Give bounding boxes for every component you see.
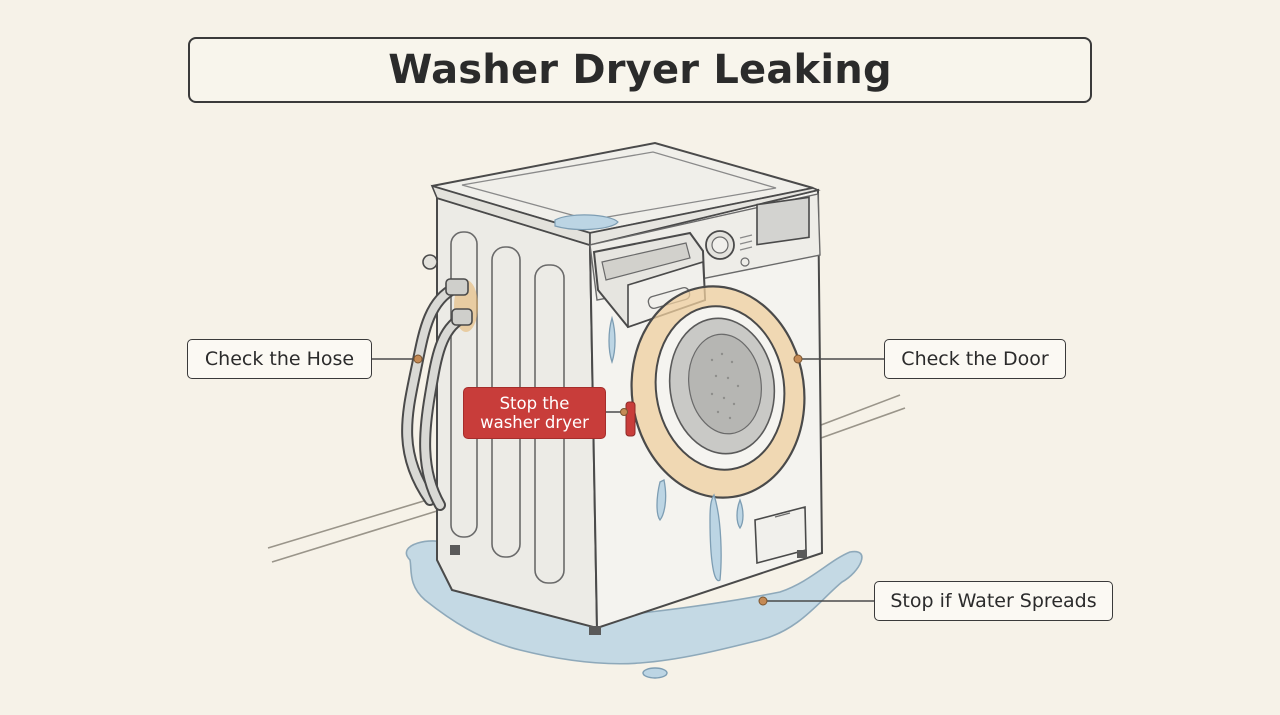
door-handle-mark [625,401,636,437]
callout-check-hose-text: Check the Hose [204,348,355,370]
leader-lines [372,358,884,602]
callout-stop-if-water-spreads: Stop if Water Spreads [874,581,1113,621]
display-screen [756,196,810,246]
water-droplet [642,667,668,679]
hose-connectors [422,254,473,326]
callout-stop-spread-text: Stop if Water Spreads [890,590,1097,612]
floor-lines [267,394,906,563]
callout-check-door: Check the Door [884,339,1066,379]
water-on-top [554,214,619,231]
callout-check-door-text: Check the Door [901,348,1049,370]
page-title: Washer Dryer Leaking [388,47,892,93]
title-banner: Washer Dryer Leaking [188,37,1092,103]
water-hose [401,282,468,511]
leader-dots [413,354,803,606]
callout-check-hose: Check the Hose [187,339,372,379]
callout-stop-line-1: Stop the [499,394,570,413]
water-drips [608,315,744,582]
callout-stop-line-2: washer dryer [480,413,589,432]
callout-stop-washer-dryer: Stop the washer dryer [463,387,606,439]
